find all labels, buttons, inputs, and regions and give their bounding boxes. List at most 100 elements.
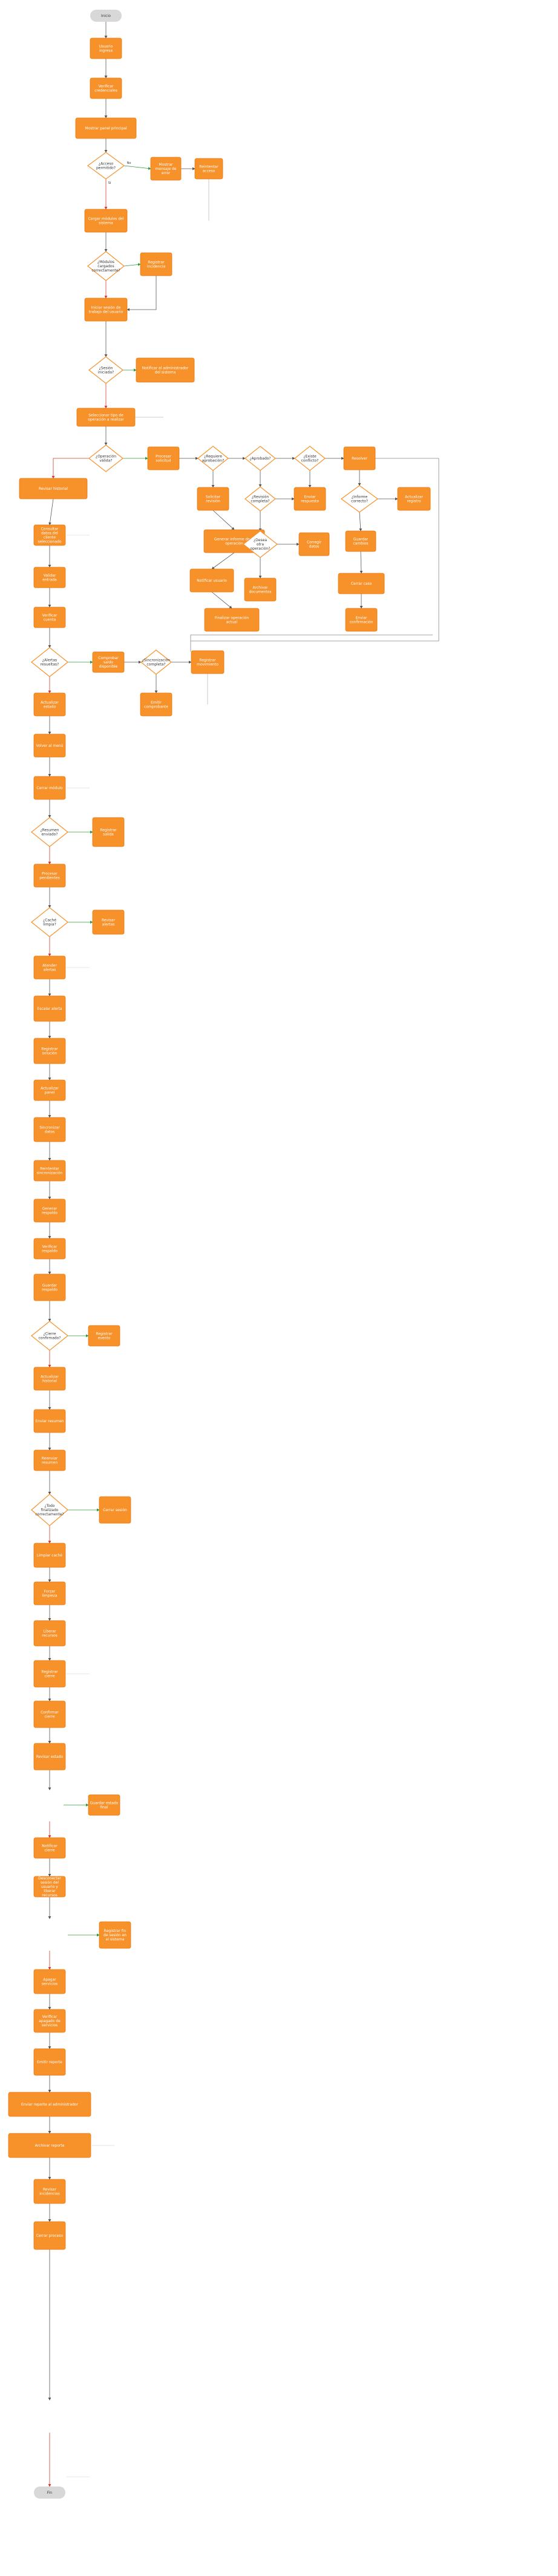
edge	[48, 498, 54, 525]
node-shape	[34, 2487, 65, 2499]
node-shape	[90, 37, 122, 59]
node-shape	[33, 1969, 66, 1994]
node-shape	[33, 995, 66, 1022]
edge	[123, 165, 151, 170]
node-shape	[31, 1321, 68, 1351]
node-shape	[33, 1876, 66, 1898]
node-label: Mostrar panel principal	[85, 126, 127, 131]
node-label: Archivar reporte	[35, 2144, 65, 2148]
node-shape	[92, 909, 125, 935]
node-label: Inicio	[101, 14, 111, 18]
node-shape	[90, 10, 122, 22]
edge-merge	[126, 276, 157, 311]
edge-label: No	[127, 161, 131, 165]
process-node-n67: Cerrar proceso	[33, 2221, 66, 2250]
node-shape	[87, 251, 125, 281]
node-shape	[33, 1543, 66, 1568]
node-shape	[33, 1660, 66, 1688]
node-shape	[33, 733, 66, 758]
node-shape	[191, 650, 225, 674]
node-shape	[92, 651, 125, 673]
node-shape	[33, 692, 66, 717]
node-shape	[33, 1581, 66, 1605]
node-shape	[88, 444, 123, 472]
node-label: Fin	[47, 2491, 53, 2495]
node-shape	[88, 356, 123, 384]
node-shape	[189, 568, 234, 593]
node-shape	[33, 1117, 66, 1142]
node-shape	[33, 776, 66, 800]
node-label: ¿Aprobado?	[249, 457, 271, 461]
node-label: Emitir reporte	[37, 2060, 62, 2064]
node-shape	[76, 408, 136, 427]
edge	[211, 591, 232, 609]
node-shape	[33, 1160, 66, 1182]
node-label: Volver al menú	[36, 744, 64, 748]
node-shape	[33, 607, 66, 628]
node-shape	[245, 446, 276, 471]
node-shape	[197, 487, 229, 511]
node-shape	[136, 357, 195, 383]
node-shape	[294, 487, 326, 511]
node-shape	[33, 1449, 66, 1471]
node-shape	[397, 487, 431, 511]
node-shape	[33, 1367, 66, 1391]
node-shape	[33, 1743, 66, 1771]
edge	[359, 512, 363, 532]
process-node-n33: Cerrar módulo	[33, 776, 66, 800]
node-shape	[92, 817, 125, 847]
node-shape	[345, 608, 378, 632]
node-shape	[33, 2179, 66, 2204]
node-label: Cerrar caso	[351, 582, 372, 586]
node-shape	[33, 2221, 66, 2250]
node-shape	[243, 530, 278, 558]
node-shape	[338, 573, 385, 594]
process-node-n21: Cerrar caso	[338, 573, 385, 594]
terminal-node-end: Fin	[34, 2487, 65, 2499]
node-shape	[75, 117, 137, 139]
